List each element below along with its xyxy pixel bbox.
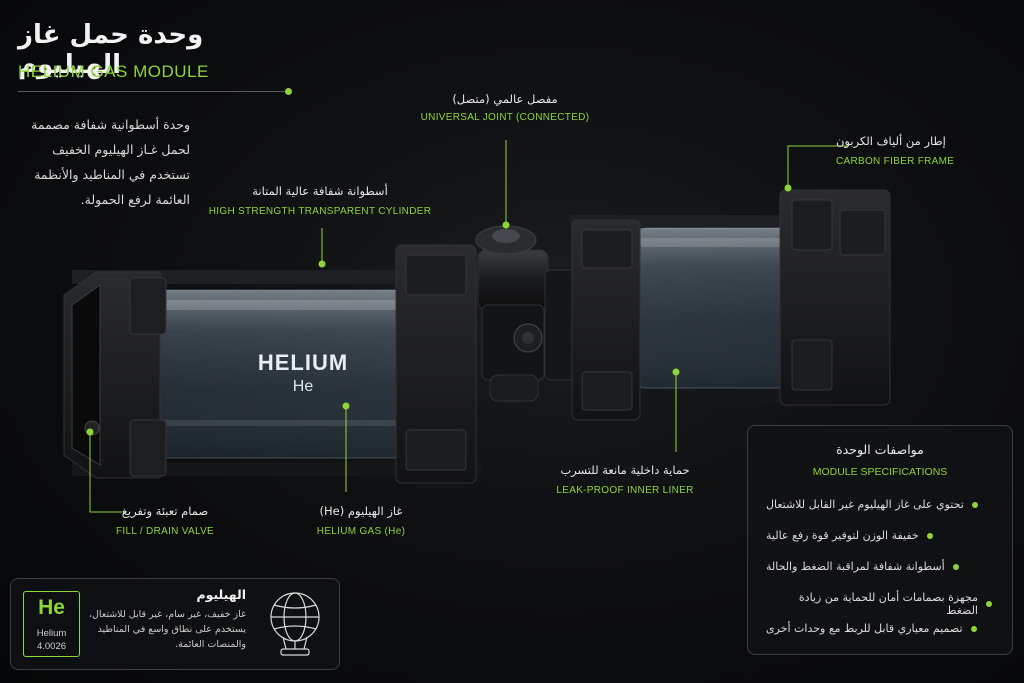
bullet-dot-icon — [952, 563, 959, 570]
callout-universal-joint: مفصل عالمي (متصل) UNIVERSAL JOINT (CONNE… — [400, 92, 610, 123]
cylinder-symbol-label: He — [292, 378, 314, 395]
title-arabic: وحدة حمل غاز الهيليوم — [18, 20, 204, 80]
module-description: وحدة أسطوانية شفافة مصممة لحمل غـاز الهي… — [31, 117, 190, 207]
callout-universal-joint-ar: مفصل عالمي (متصل) — [452, 92, 558, 106]
callout-valve: صمام تعبئة وتفريغ FILL / DRAIN VALVE — [100, 504, 230, 537]
element-symbol: He — [38, 596, 65, 619]
callout-liner-en: LEAK-PROOF INNER LINER — [556, 485, 694, 496]
callout-cylinder-ar: أسطوانة شفافة عالية المتانة — [252, 184, 388, 198]
callout-gas: غاز الهيليوم (He) HELIUM GAS (He) — [296, 504, 426, 537]
bullet-dot-icon — [926, 532, 933, 539]
callout-gas-en: HELIUM GAS (He) — [316, 526, 406, 537]
title-accent-dot — [285, 88, 292, 95]
spec-item: خفيفة الوزن لتوفير قوة رفع عالية — [748, 529, 992, 542]
balloon-icon — [270, 592, 320, 656]
right-middle-clamp — [571, 219, 641, 421]
bullet-dot-icon — [970, 625, 977, 632]
callout-liner: حماية داخلية مانعة للتسرب LEAK-PROOF INN… — [540, 463, 710, 496]
callout-universal-joint-en: UNIVERSAL JOINT (CONNECTED) — [420, 112, 590, 123]
left-top-rail — [72, 270, 482, 284]
callout-valve-ar: صمام تعبئة وتفريغ — [121, 504, 209, 518]
bullet-dot-icon — [986, 601, 992, 607]
spec-item: أسطوانة شفافة لمراقبة الضغط والحالة — [748, 560, 992, 573]
element-card-title: الهيليوم — [196, 587, 246, 602]
element-atomic-mass: 4.0026 — [36, 641, 67, 652]
spec-item: تحتوي على غاز الهيليوم غير القابل للاشتع… — [748, 498, 992, 511]
helium-element-card: He Helium 4.0026 الهيليوم غاز خفيف، غير … — [10, 578, 340, 670]
specs-title-en: MODULE SPECIFICATIONS — [812, 466, 948, 478]
element-name: Helium — [36, 628, 67, 639]
title-english: HELIUM GAS MODULE — [18, 62, 209, 81]
callout-lines — [89, 140, 848, 513]
title-divider — [18, 91, 288, 92]
element-card-description: غاز خفيف، غير سام، غير قابل للاشتعال، يس… — [88, 609, 246, 650]
bullet-dot-icon — [971, 501, 978, 508]
callout-liner-ar: حماية داخلية مانعة للتسرب — [560, 463, 690, 477]
callout-carbon-frame-en: CARBON FIBER FRAME — [836, 156, 955, 167]
callout-valve-en: FILL / DRAIN VALVE — [115, 526, 215, 537]
left-bottom-rail — [72, 462, 482, 476]
right-module — [570, 189, 891, 421]
callout-carbon-frame-ar: إطار من ألياف الكربون — [836, 134, 946, 148]
element-tile: He Helium 4.0026 — [23, 591, 80, 657]
left-middle-clamp — [395, 244, 477, 484]
callout-gas-ar: غاز الهيليوم (He) — [319, 504, 403, 518]
specs-title-ar: مواصفات الوحدة — [836, 442, 924, 457]
cylinder-name-label: HELIUM — [257, 350, 349, 375]
spec-item: مجهزة بصمامات أمان للحماية من زيادة الضغ… — [748, 591, 992, 617]
callout-carbon-frame: إطار من ألياف الكربون CARBON FIBER FRAME — [836, 134, 966, 167]
callout-cylinder-en: HIGH STRENGTH TRANSPARENT CYLINDER — [208, 206, 432, 217]
callout-dots — [86, 184, 792, 436]
spec-item: تصميم معياري قابل للربط مع وحدات أخرى — [748, 622, 992, 635]
left-module — [63, 244, 482, 484]
module-specifications-panel: مواصفات الوحدة MODULE SPECIFICATIONS تحت… — [747, 425, 1013, 655]
left-cylinder-highlight — [140, 300, 420, 310]
universal-joint — [475, 225, 576, 402]
callout-cylinder: أسطوانة شفافة عالية المتانة HIGH STRENGT… — [200, 184, 440, 217]
